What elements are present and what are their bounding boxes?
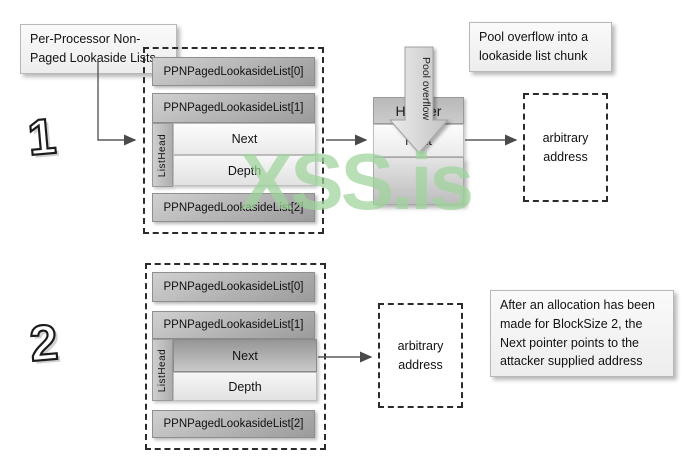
listhead-bar-1: ListHead (152, 123, 173, 187)
step-1-numeral: 1 (25, 107, 60, 167)
ppn-list-2: PPNPagedLookasideList[2] (152, 410, 315, 438)
ppn-list-2: PPNPagedLookasideList[2] (152, 193, 315, 222)
next-field-2-attacker: Next (173, 339, 317, 372)
listhead-label: ListHead (157, 348, 168, 392)
overflow-note: Pool overflow into a lookaside list chun… (469, 22, 612, 72)
arbitrary-address-box-1: arbitrary address (523, 93, 608, 202)
ppn-list-1: PPNPagedLookasideList[1] (152, 93, 315, 123)
ppn-list-0: PPNPagedLookasideList[0] (152, 57, 315, 86)
depth-field-1: Depth (173, 155, 316, 186)
next-field-1: Next (173, 123, 316, 155)
ppn-list-1: PPNPagedLookasideList[1] (152, 311, 315, 339)
step-2-numeral: 2 (27, 313, 62, 373)
depth-field-2: Depth (173, 372, 317, 401)
listhead-label: ListHead (157, 133, 168, 177)
listhead-bar-2: ListHead (152, 339, 173, 401)
allocation-note: After an allocation has been made for Bl… (490, 290, 674, 377)
chunk-header: Header (373, 97, 464, 124)
lookaside-array-frame-1 (143, 47, 324, 234)
ppn-list-0: PPNPagedLookasideList[0] (152, 272, 315, 302)
chunk-next: Next (373, 124, 464, 157)
arbitrary-address-box-2: arbitrary address (378, 303, 463, 408)
chunk-body (373, 157, 464, 205)
